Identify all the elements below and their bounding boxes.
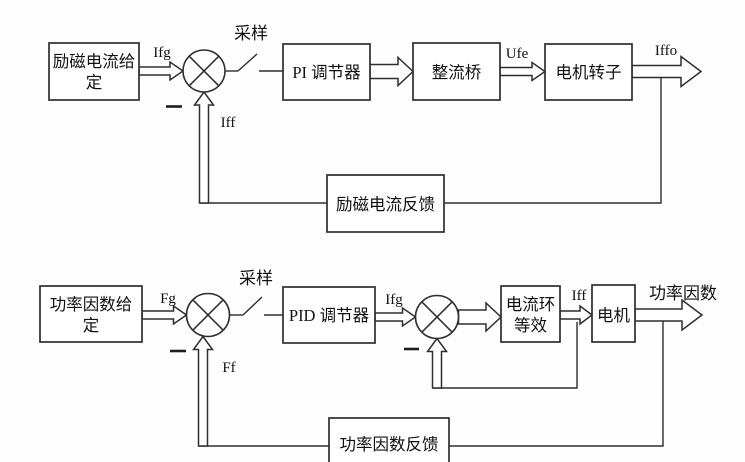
ufe-arrow-icon xyxy=(499,61,547,82)
motor-box xyxy=(591,284,636,343)
ff-feedback-signal-label: Ff xyxy=(222,360,235,376)
output-arrow-top-icon xyxy=(631,55,703,88)
inner-feedback-up-arrow-icon xyxy=(426,337,448,389)
setpoint-arrow-top-icon xyxy=(138,60,185,82)
excitation-feedback-label: 励磁电流反馈 xyxy=(336,195,435,214)
motor-label: 电机 xyxy=(597,306,631,325)
setpoint-arrow-bottom-icon xyxy=(141,304,188,326)
iff-signal-label-bottom: Iff xyxy=(572,288,587,304)
ifg-signal-label-top: Ifg xyxy=(153,45,171,61)
current-loop-label-line1: 电流环 xyxy=(506,295,556,314)
ufe-signal-label: Ufe xyxy=(506,46,529,62)
output-arrow-bottom-icon xyxy=(634,298,704,332)
pid-regulator-box xyxy=(282,286,376,344)
iff-feedback-signal-label: Iff xyxy=(221,115,236,131)
sampling-switch-blade-top-icon xyxy=(237,53,258,72)
excitation-setpoint-box xyxy=(48,42,140,101)
power-factor-setpoint-label-line1: 功率因数给 xyxy=(50,295,133,314)
rectifier-bridge-label: 整流桥 xyxy=(432,63,482,82)
current-loop-equivalent-box xyxy=(500,285,561,343)
power-factor-feedback-label: 功率因数反馈 xyxy=(340,435,439,454)
sampling-label-top: 采样 xyxy=(234,24,268,43)
summing-cross-icon xyxy=(421,301,453,333)
power-factor-setpoint-label-line2: 定 xyxy=(83,316,100,335)
ifg-signal-label-bottom: Ifg xyxy=(385,292,403,308)
inner-current-feedback-wire xyxy=(433,322,578,389)
feedback-up-arrow-bottom-icon xyxy=(192,335,214,447)
power-factor-output-label: 功率因数 xyxy=(649,284,717,303)
excitation-setpoint-label-line2: 定 xyxy=(86,73,103,92)
sampling-switch-blade-bottom-icon xyxy=(242,296,263,316)
pi-to-rectifier-arrow-icon xyxy=(369,55,415,88)
power-factor-setpoint-box xyxy=(39,285,143,343)
rectifier-bridge-box xyxy=(412,42,501,101)
fg-signal-label: Fg xyxy=(160,291,176,307)
pid-regulator-label: PID 调节器 xyxy=(289,306,370,325)
summing-cross-icon xyxy=(188,55,220,87)
sampling-label-bottom: 采样 xyxy=(239,269,273,288)
power-factor-feedback-box xyxy=(328,417,450,462)
feedback-up-arrow-top-icon xyxy=(193,90,215,204)
pi-regulator-box xyxy=(282,43,371,101)
current-loop-label-line2: 等效 xyxy=(514,316,547,335)
motor-rotor-box xyxy=(544,43,633,101)
pid-to-sum-arrow-icon xyxy=(374,306,417,328)
iffo-output-signal-label: Iffo xyxy=(655,43,677,59)
sum-to-currentloop-arrow-icon xyxy=(457,301,503,333)
motor-rotor-label: 电机转子 xyxy=(556,63,622,82)
iff-arrow-bottom-icon xyxy=(559,304,594,326)
summing-cross-icon xyxy=(192,299,224,331)
excitation-setpoint-label-line1: 励磁电流给 xyxy=(53,52,136,71)
pi-regulator-label: PI 调节器 xyxy=(292,63,361,82)
excitation-feedback-box xyxy=(326,174,445,233)
